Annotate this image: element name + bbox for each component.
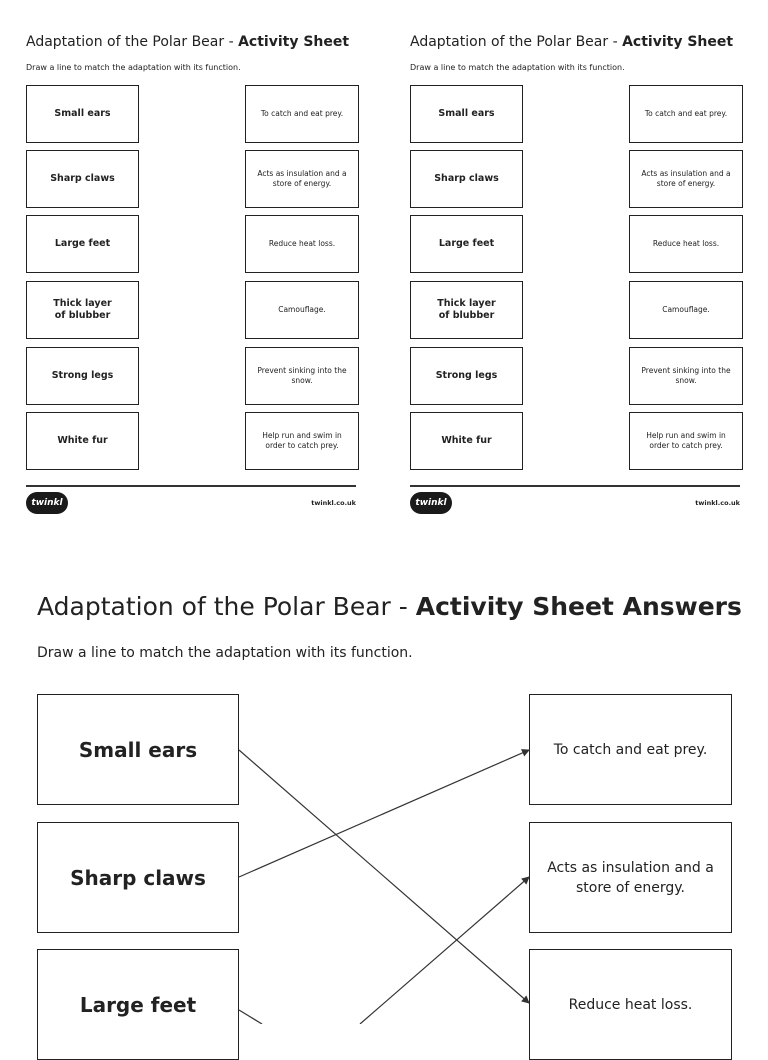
answer-adaptation-box: Sharp claws: [37, 822, 239, 933]
answer-adaptation-box: Large feet: [37, 949, 239, 1060]
function-box: Reduce heat loss.: [629, 215, 743, 273]
function-box: Prevent sinking into the snow.: [245, 347, 359, 405]
sheet-instruction: Draw a line to match the adaptation with…: [26, 63, 241, 72]
adaptation-box: Large feet: [410, 215, 523, 273]
site-url: twinkl.co.uk: [311, 499, 356, 507]
footer-divider: [410, 485, 740, 487]
function-box: Camouflage.: [629, 281, 743, 339]
adaptation-box: Strong legs: [410, 347, 523, 405]
adaptation-box: White fur: [26, 412, 139, 470]
adaptation-box: Small ears: [410, 85, 523, 143]
answer-sheet-title: Adaptation of the Polar Bear - Activity …: [37, 592, 742, 621]
sheet-title: Adaptation of the Polar Bear - Activity …: [26, 34, 350, 50]
answer-function-box: To catch and eat prey.: [529, 694, 732, 805]
footer-divider: [26, 485, 356, 487]
match-line-sharp-claws: [238, 749, 530, 878]
function-box: Camouflage.: [245, 281, 359, 339]
match-line-large-feet: [238, 1009, 263, 1024]
adaptation-box: Sharp claws: [410, 150, 523, 208]
sheet-instruction: Draw a line to match the adaptation with…: [410, 63, 625, 72]
activity-sheet-left: Adaptation of the Polar Bear - Activity …: [0, 0, 384, 540]
answer-function-box: Acts as insulation and a store of energy…: [529, 822, 732, 933]
function-box: Acts as insulation and a store of energy…: [245, 150, 359, 208]
twinkl-logo: twinkl: [410, 492, 452, 514]
adaptation-box: Sharp claws: [26, 150, 139, 208]
adaptation-box: Thick layer of blubber: [26, 281, 139, 339]
activity-sheet-right: Adaptation of the Polar Bear - Activity …: [384, 0, 768, 540]
function-box: Help run and swim in order to catch prey…: [629, 412, 743, 470]
adaptation-box: White fur: [410, 412, 523, 470]
answer-function-box: Reduce heat loss.: [529, 949, 732, 1060]
function-box: Help run and swim in order to catch prey…: [245, 412, 359, 470]
sheet-title: Adaptation of the Polar Bear - Activity …: [410, 34, 734, 50]
twinkl-logo: twinkl: [26, 492, 68, 514]
answer-adaptation-box: Small ears: [37, 694, 239, 805]
site-url: twinkl.co.uk: [695, 499, 740, 507]
function-box: Prevent sinking into the snow.: [629, 347, 743, 405]
adaptation-box: Large feet: [26, 215, 139, 273]
adaptation-box: Thick layer of blubber: [410, 281, 523, 339]
adaptation-box: Strong legs: [26, 347, 139, 405]
function-box: To catch and eat prey.: [629, 85, 743, 143]
adaptation-box: Small ears: [26, 85, 139, 143]
function-box: To catch and eat prey.: [245, 85, 359, 143]
match-line-small-ears: [238, 749, 530, 1004]
match-line-to-insulation: [359, 876, 530, 1024]
function-box: Acts as insulation and a store of energy…: [629, 150, 743, 208]
answer-sheet-instruction: Draw a line to match the adaptation with…: [37, 645, 413, 661]
function-box: Reduce heat loss.: [245, 215, 359, 273]
